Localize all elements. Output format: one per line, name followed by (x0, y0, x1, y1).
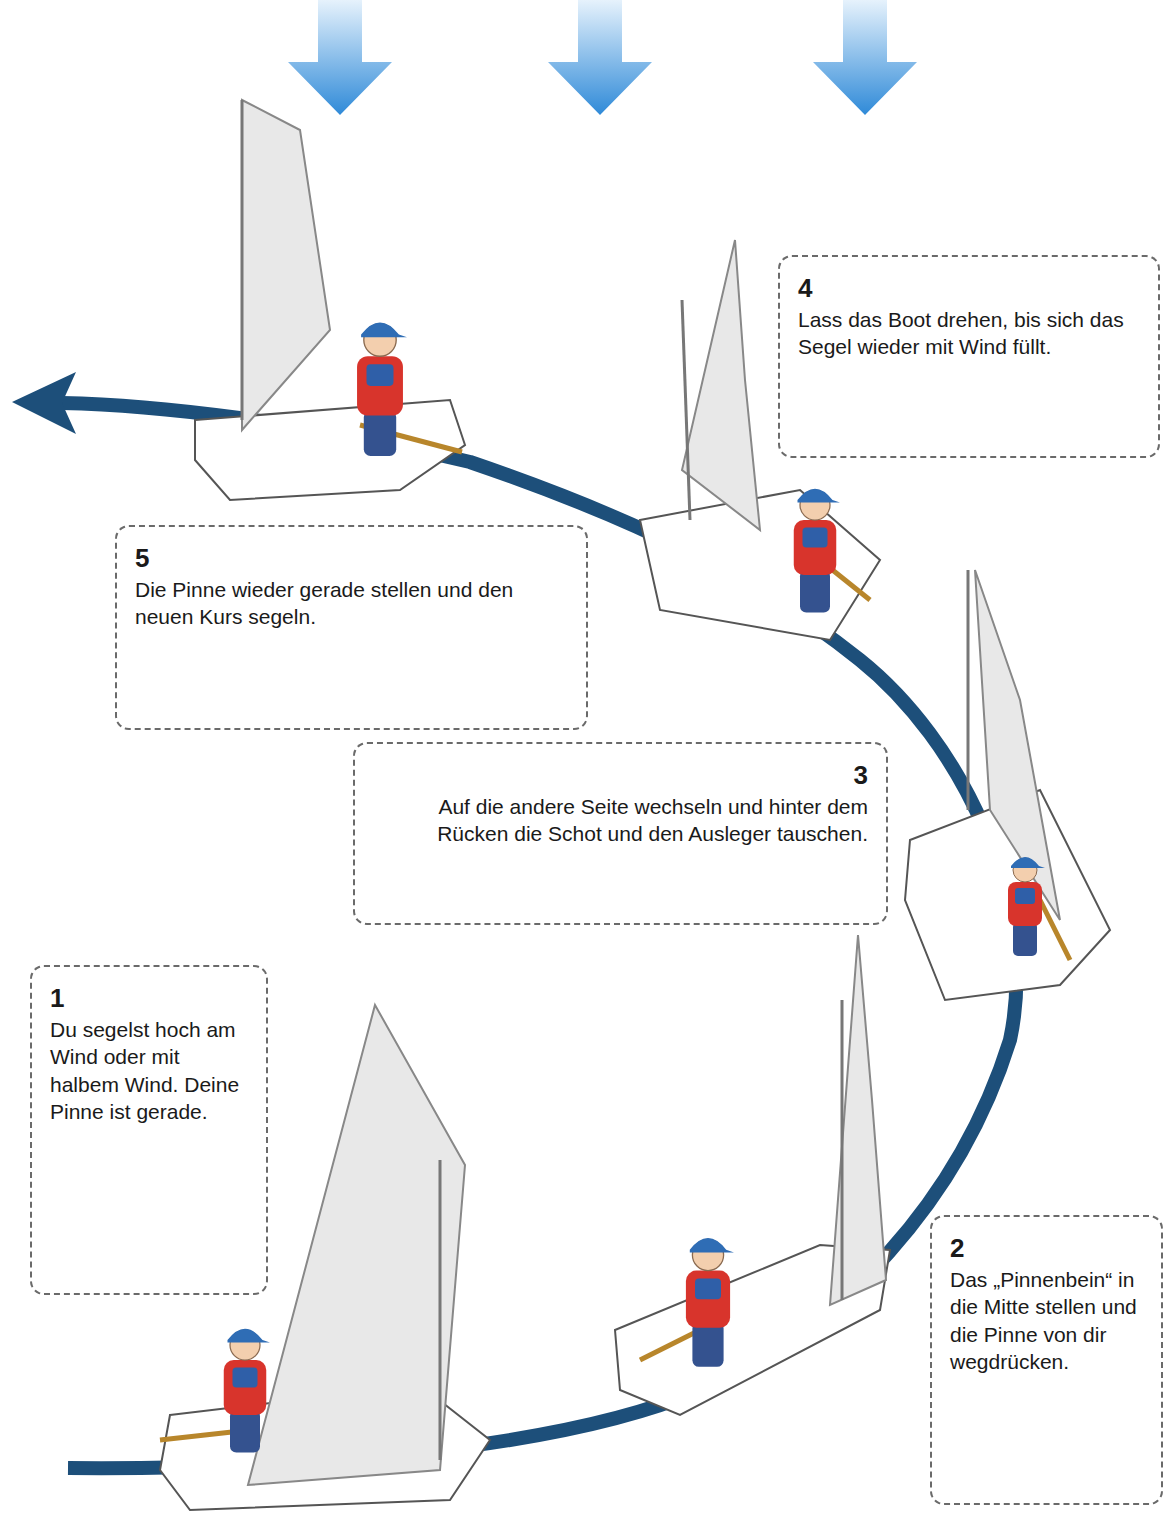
step-number: 4 (798, 273, 1140, 304)
step-number: 5 (135, 543, 568, 574)
boat-3 (905, 570, 1110, 1000)
step-number: 3 (373, 760, 868, 791)
boat-5 (195, 100, 465, 500)
course-arrow (12, 372, 1016, 1468)
step-text: Die Pinne wieder gerade stellen und den … (135, 576, 568, 631)
callout-box: 5Die Pinne wieder gerade stellen und den… (115, 525, 588, 730)
callout-box: 4Lass das Boot drehen, bis sich das Sege… (778, 255, 1160, 458)
step-text: Auf die andere Seite wechseln und hinter… (373, 793, 868, 848)
step-number: 2 (950, 1233, 1143, 1264)
callout-box: 3Auf die andere Seite wechseln und hinte… (353, 742, 888, 925)
wind-arrows (288, 0, 917, 115)
step-text: Das „Pinnenbein“ in die Mitte stellen un… (950, 1266, 1143, 1375)
callout-box: 1Du segelst hoch am Wind oder mit halbem… (30, 965, 268, 1295)
step-text: Du segelst hoch am Wind oder mit halbem … (50, 1016, 248, 1125)
boat-2 (615, 935, 890, 1415)
step-text: Lass das Boot drehen, bis sich das Segel… (798, 306, 1140, 361)
step-number: 1 (50, 983, 248, 1014)
callout-box: 2Das „Pinnenbein“ in die Mitte stellen u… (930, 1215, 1163, 1505)
